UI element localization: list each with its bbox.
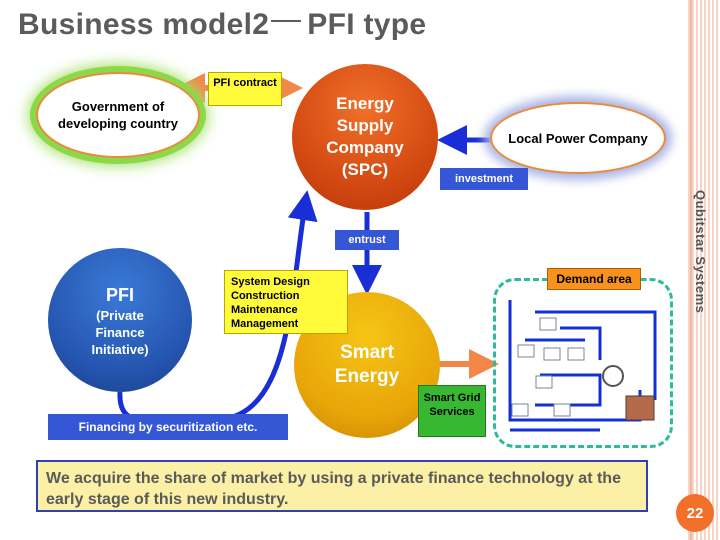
smart-grid-services-label: Smart Grid Services (418, 385, 486, 437)
demand-area-label: Demand area (547, 268, 641, 290)
page-number-badge: 22 (676, 494, 714, 532)
spc-node: Energy Supply Company (SPC) (292, 64, 438, 210)
maintenance-line: Maintenance (231, 304, 298, 316)
government-node: Government of developing country (36, 72, 200, 158)
system-design-label: System Design Construction Maintenance M… (224, 270, 348, 334)
system-design-line: System Design (231, 276, 310, 288)
smart-energy-label: Smart Energy (334, 342, 400, 387)
company-side-label: Qubitstar Systems (693, 190, 708, 314)
entrust-label: entrust (335, 230, 399, 250)
demand-area-boundary (493, 278, 673, 448)
title-left: Business model2 (18, 8, 270, 41)
grid-houses (511, 317, 585, 417)
local-power-company-node: Local Power Company (490, 102, 666, 174)
pfi-contract-label: PFI contract (208, 72, 282, 106)
title-dash (271, 20, 302, 23)
title-right: PFI type (307, 8, 427, 41)
grid-meter-icon (602, 365, 624, 387)
investment-label: investment (440, 168, 528, 190)
construction-line: Construction (231, 290, 300, 302)
pfi-node: PFI (Private Finance Initiative) (48, 248, 192, 392)
spc-label: Energy Supply Company (SPC) (326, 94, 404, 179)
pfi-title: PFI (105, 284, 134, 305)
decorative-stripes (688, 0, 720, 540)
pfi-subtitle: (Private Finance Initiative) (91, 307, 149, 357)
stripe-divider (690, 0, 692, 540)
management-line: Management (231, 318, 299, 330)
page-title: Business model2 PFI type (18, 8, 426, 42)
grid-building-icon (625, 395, 655, 421)
financing-label: Financing by securitization etc. (48, 414, 288, 440)
summary-note: We acquire the share of market by using … (36, 460, 648, 512)
